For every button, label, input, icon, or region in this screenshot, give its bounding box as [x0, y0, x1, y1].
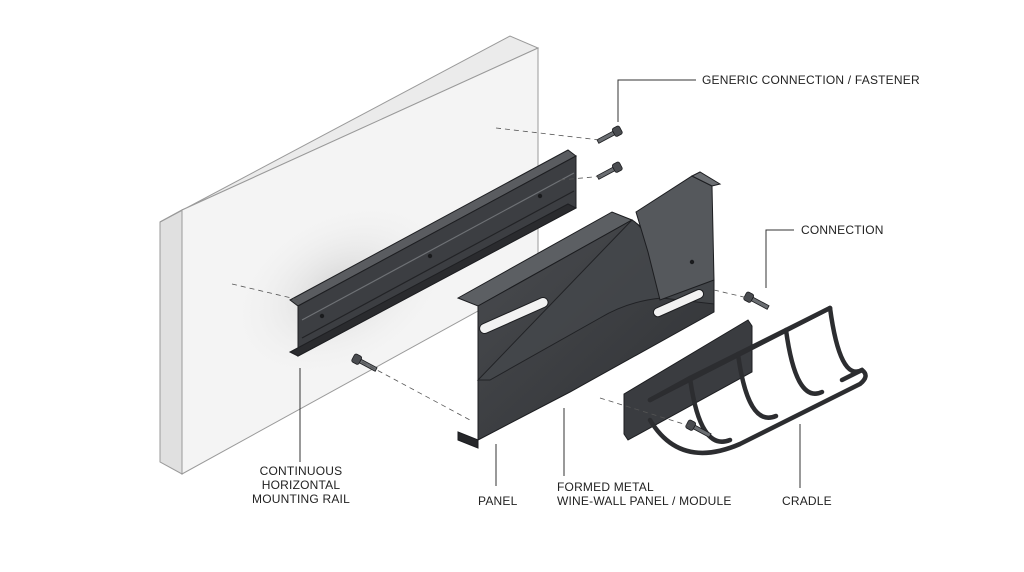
- screw-shank: [596, 130, 616, 144]
- cradle-wire-hoop: [827, 305, 865, 374]
- label-fastener: GENERIC CONNECTION / FASTENER: [702, 73, 920, 87]
- screw-head: [743, 291, 755, 303]
- leader-lines: [299, 79, 801, 488]
- panel-bottom-lip: [457, 431, 479, 449]
- cradle-wire-rail: [647, 305, 833, 403]
- alignment-line: [599, 397, 691, 427]
- alignment-lines: [231, 127, 749, 427]
- label-rail-line-3: MOUNTING RAIL: [252, 492, 350, 506]
- fastener-top-1: [596, 125, 623, 144]
- rail-hole: [537, 193, 543, 199]
- label-connection: CONNECTION: [801, 223, 884, 237]
- rail-groove-2: [301, 190, 575, 339]
- cradle-wire-hoop: [783, 327, 825, 396]
- label-rail-line-1: CONTINUOUS: [259, 464, 343, 478]
- rail-lower-lip: [288, 203, 578, 357]
- alignment-line: [361, 361, 471, 421]
- screw-head: [351, 353, 363, 365]
- fastener-cradle: [685, 419, 712, 438]
- leader-fastener: [617, 79, 696, 122]
- wine-wall-panel-module: [456, 171, 722, 449]
- label-module-line-2: WINE-WALL PANEL / MODULE: [557, 494, 732, 508]
- bottle-cradle: [623, 305, 868, 456]
- screw-head: [611, 125, 623, 137]
- mounting-rail: [288, 149, 578, 357]
- panel-slot: [652, 288, 705, 318]
- alignment-line: [713, 289, 749, 299]
- label-panel: PANEL: [478, 494, 518, 508]
- fastener-rail-bottom: [351, 353, 378, 372]
- fastener-connection: [743, 291, 770, 310]
- label-cradle: CRADLE: [782, 494, 832, 508]
- screw-shank: [596, 166, 616, 180]
- label-module-line-1: FORMED METAL: [557, 480, 654, 494]
- rail-groove-1: [301, 172, 575, 321]
- screw-head: [611, 161, 623, 173]
- panel-slot: [479, 297, 549, 335]
- rail-hole: [427, 253, 433, 259]
- panel-hole: [689, 259, 695, 265]
- screw-head: [685, 419, 697, 431]
- rail-hole: [319, 313, 325, 319]
- label-rail: CONTINUOUS HORIZONTAL MOUNTING RAIL: [246, 464, 356, 506]
- screw-shank: [750, 296, 770, 310]
- leader-connection: [765, 229, 794, 288]
- alignment-line: [231, 283, 301, 301]
- label-rail-line-2: HORIZONTAL: [261, 478, 341, 492]
- fastener-top-2: [596, 161, 623, 180]
- wall-side-face: [159, 209, 183, 475]
- label-module: FORMED METAL WINE-WALL PANEL / MODULE: [557, 480, 732, 508]
- alignment-line: [559, 175, 605, 181]
- panel-rear-lip: [690, 171, 722, 187]
- cradle-wire-hoop: [735, 351, 779, 420]
